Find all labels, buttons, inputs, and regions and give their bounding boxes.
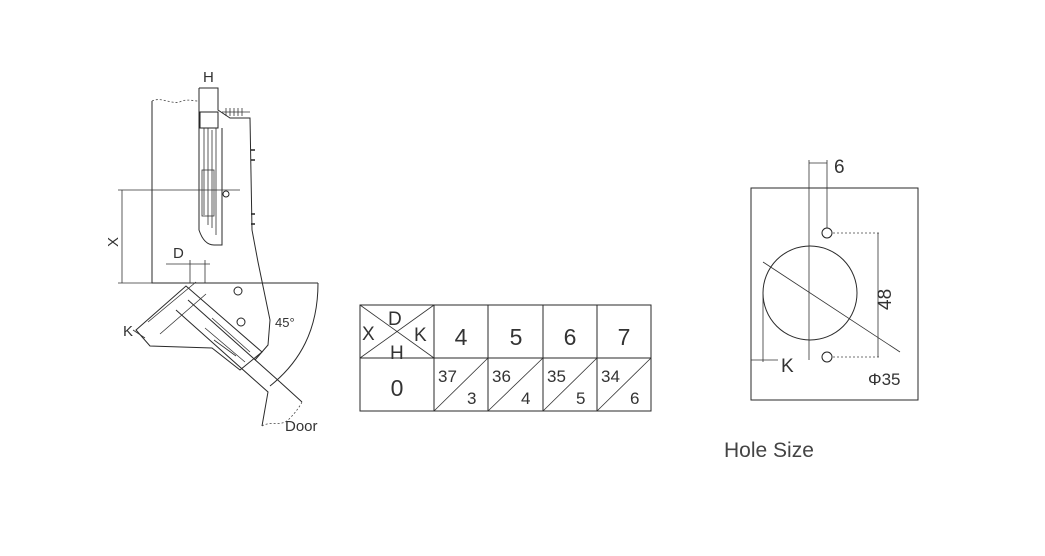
hole-k-label: K (781, 356, 794, 377)
cell-bottom: 4 (521, 389, 530, 408)
hinge-arm-window (201, 169, 215, 217)
cell-diagonal (487, 357, 544, 412)
door-edge-end (279, 381, 303, 403)
cell-bottom: 3 (467, 389, 476, 408)
angle-label: 45° (275, 315, 295, 330)
hinge-k-label: K (123, 323, 133, 340)
corner-h: H (390, 343, 404, 364)
cup-inner-lines (147, 281, 251, 363)
hinge-cap (199, 111, 219, 129)
dim-six-label: 6 (834, 157, 845, 178)
plate-notches (251, 149, 255, 225)
corner-x: X (362, 324, 375, 345)
hinge-side-view: H X D 45° K (105, 69, 319, 435)
door-label: Door (285, 418, 318, 435)
pivot-hole-lower (236, 317, 246, 327)
pivot-hole-upper (233, 286, 243, 296)
corner-diagonal-2 (359, 304, 435, 359)
cell-top: 36 (492, 367, 511, 386)
row-label: 0 (391, 375, 404, 401)
col-header-5: 5 (510, 324, 523, 350)
cabinet-break-line (151, 99, 199, 103)
k-leader-line (132, 329, 146, 339)
hole-size-view: 6 48 Φ35 K (750, 157, 919, 401)
cell-top: 37 (438, 367, 457, 386)
hinge-screw (222, 190, 230, 198)
hinge-spring-coil (222, 108, 250, 116)
cell-bottom: 5 (576, 389, 585, 408)
hinge-d-label: D (173, 245, 184, 262)
hinge-h-label: H (203, 69, 214, 86)
hole-size-caption: Hole Size (724, 439, 814, 462)
diameter-label: Φ35 (868, 370, 900, 389)
screw-hole-top (821, 227, 833, 239)
cell-diagonal (433, 357, 489, 412)
col-header-7: 7 (618, 324, 631, 350)
hole-panel-border (750, 187, 919, 401)
diameter-leader (762, 261, 901, 353)
hinge-x-label: X (105, 237, 122, 247)
cell-diagonal (542, 357, 598, 412)
cell-diagonal (596, 357, 652, 412)
corner-k: K (414, 325, 427, 346)
screw-hole-bottom (821, 351, 833, 363)
hinge-arm-slot (203, 128, 217, 235)
corner-d: D (388, 309, 402, 330)
hinge-cup-assembly (135, 281, 303, 427)
cell-top: 34 (601, 367, 620, 386)
cell-bottom: 6 (630, 389, 639, 408)
opening-angle-arc (269, 282, 319, 387)
hinge-arm-body (199, 87, 271, 361)
cell-top: 35 (547, 367, 566, 386)
cup-outer (135, 285, 263, 371)
hinge-arm-inner (198, 88, 223, 246)
door-edge (175, 299, 281, 427)
dimension-table: X D K H 4 5 6 7 0 37 3 36 4 35 5 34 6 (359, 304, 652, 412)
col-header-4: 4 (455, 324, 468, 350)
col-header-6: 6 (564, 324, 577, 350)
door-break-line (261, 401, 303, 427)
dim-48-label: 48 (875, 289, 896, 310)
